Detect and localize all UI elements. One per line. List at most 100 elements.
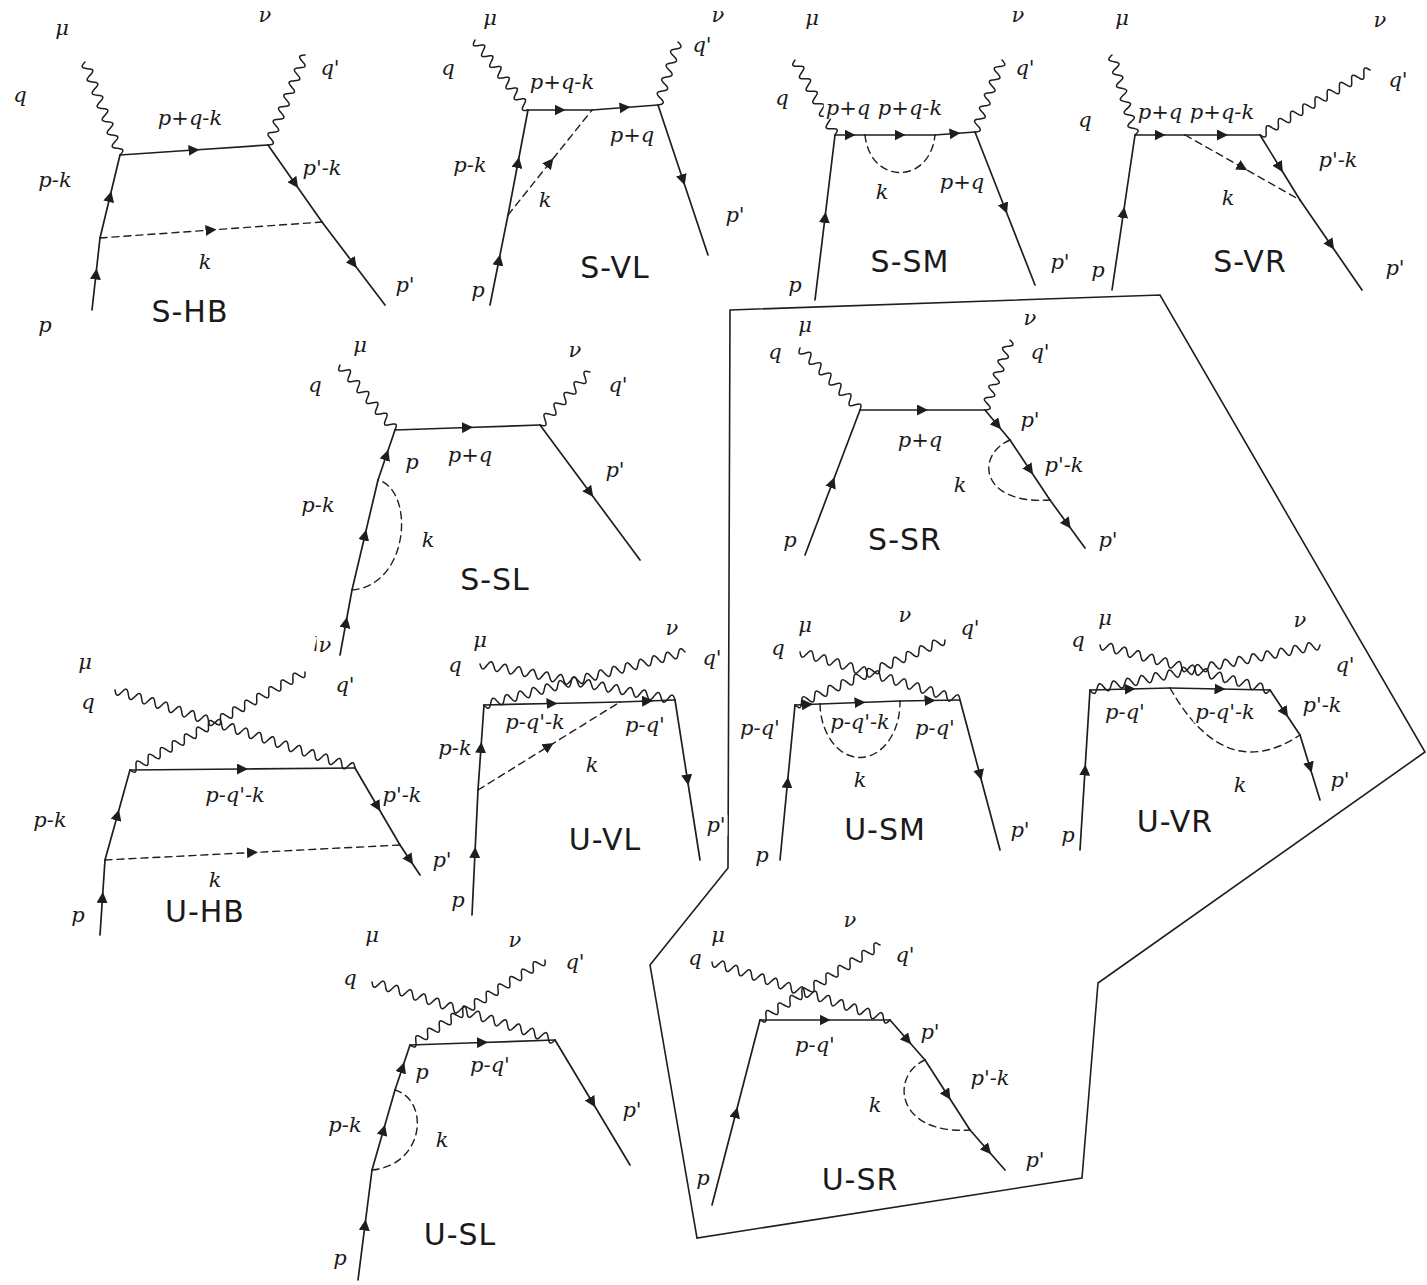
momentum-label: q' [1028, 342, 1051, 363]
vertex-index: ν [1022, 308, 1039, 329]
diagram-name: U-HB [163, 897, 247, 927]
momentum-label: k [852, 770, 869, 791]
fermion-line [410, 1040, 555, 1045]
momentum-label: q' [1013, 58, 1036, 79]
momentum-label: p-q' [738, 718, 782, 739]
fermion-line [820, 701, 900, 704]
vertex-index: ν [664, 618, 681, 639]
vertex-index: μ [53, 18, 71, 39]
fermion-line [400, 845, 420, 875]
fermion-line [815, 135, 835, 300]
vertex-index: μ [1096, 608, 1114, 629]
momentum-label: p'-k [1316, 150, 1359, 171]
momentum-label: p+q [446, 445, 494, 466]
vertex-index: ν [317, 635, 334, 656]
fermion-line [592, 105, 658, 110]
momentum-label: k [867, 1095, 884, 1116]
fermion-line [1270, 690, 1300, 735]
momentum-label: p' [393, 275, 416, 296]
momentum-label: p' [1383, 258, 1406, 279]
momentum-label: q [439, 58, 456, 79]
fermion-line [100, 860, 105, 935]
momentum-label: k [197, 252, 214, 273]
fermion-line [355, 768, 400, 845]
diagram-name: S-SL [458, 565, 532, 595]
momentum-label: p [1059, 825, 1076, 846]
momentum-label: p+q [608, 125, 656, 146]
momentum-label: k [584, 755, 601, 776]
photon-line [800, 651, 960, 701]
fermion-line [1080, 690, 1090, 850]
momentum-label: p+q-k [1188, 102, 1256, 123]
momentum-label: q [11, 85, 28, 106]
vertex-index: ν [1292, 610, 1309, 631]
momentum-label: p' [723, 205, 746, 226]
momentum-label: q [1076, 110, 1093, 131]
momentum-label: p'-k [1300, 695, 1343, 716]
momentum-label: p' [620, 1100, 643, 1121]
momentum-label: p+q-k [528, 72, 596, 93]
fermion-line [1135, 134, 1185, 136]
momentum-label: q' [690, 35, 713, 56]
scalar-loop [352, 480, 402, 590]
momentum-label: p [331, 1248, 348, 1269]
vertex-index: μ [709, 925, 727, 946]
momentum-label: p' [1023, 1150, 1046, 1171]
momentum-label: p-k [36, 170, 73, 191]
momentum-label: p+q-k [876, 98, 944, 119]
vertex-index: μ [481, 8, 499, 29]
fermion-line [120, 145, 268, 155]
momentum-label: p+q [1136, 102, 1184, 123]
momentum-label: q [1069, 630, 1086, 651]
vertex-index: μ [803, 8, 821, 29]
momentum-label: p [786, 275, 803, 296]
momentum-label: p' [1328, 770, 1351, 791]
photon-line [339, 365, 397, 430]
momentum-label: p-k [326, 1115, 363, 1136]
vertex-index: μ [796, 315, 814, 336]
momentum-label: p+q [896, 430, 944, 451]
photon-line [484, 649, 685, 709]
fermion-line [865, 134, 935, 136]
photon-line [410, 960, 545, 1047]
momentum-label: k [1232, 775, 1249, 796]
momentum-label: k [874, 182, 891, 203]
fermion-line [712, 1020, 760, 1205]
vertex-index: ν [842, 910, 859, 931]
fermion-line [484, 702, 620, 705]
momentum-label: p [413, 1062, 430, 1083]
fermion-line [935, 132, 975, 135]
vertex-index: ν [710, 4, 727, 25]
momentum-label: p' [1018, 410, 1041, 431]
photon-line [268, 55, 305, 145]
momentum-label: p' [603, 460, 626, 481]
photon-line [1090, 643, 1320, 694]
fermion-line [555, 1040, 630, 1165]
photon-line [1260, 68, 1370, 137]
scalar-line [1170, 688, 1300, 752]
momentum-label: p-q' [623, 715, 667, 736]
scalar-line [478, 702, 620, 790]
momentum-label: k [1220, 188, 1237, 209]
momentum-label: q [341, 968, 358, 989]
momentum-label: p' [918, 1022, 941, 1043]
fermion-line [795, 704, 820, 705]
photon-line [540, 371, 590, 426]
vertex-index: μ [351, 335, 369, 356]
fermion-line [1300, 200, 1362, 290]
scalar-loop [372, 1090, 417, 1170]
vertex-index: ν [567, 340, 584, 361]
momentum-label: q' [1333, 655, 1356, 676]
vertex-index: ν [897, 605, 914, 626]
fermion-line [490, 215, 508, 305]
vertex-index: μ [76, 652, 94, 673]
fermion-line [925, 1060, 970, 1130]
momentum-label: p-k [451, 155, 488, 176]
diagram-name: S-SM [869, 247, 952, 277]
photon-line [712, 961, 890, 1023]
fermion-line [472, 790, 478, 915]
photon-line [975, 60, 1005, 132]
fermion-line [1185, 134, 1260, 136]
